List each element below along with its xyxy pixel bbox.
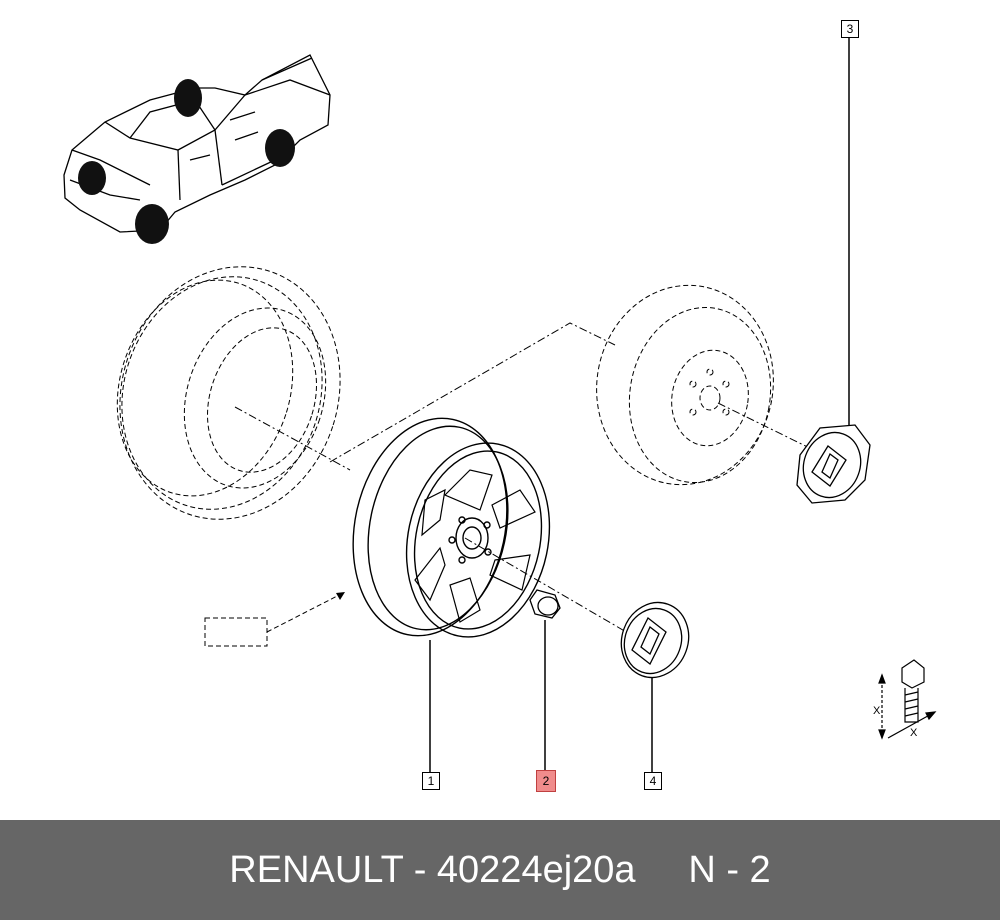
callout-2-label: 2 bbox=[542, 774, 550, 788]
hub-cap-illustration bbox=[796, 424, 871, 504]
torque-label-x2: X bbox=[910, 727, 918, 739]
callout-1-label: 1 bbox=[427, 774, 435, 788]
torque-label-x1: X bbox=[873, 705, 881, 717]
callout-4-label: 4 bbox=[649, 774, 657, 788]
callout-2[interactable]: 2 bbox=[536, 770, 556, 792]
truck-wheel-markers bbox=[78, 79, 295, 244]
callout-1[interactable]: 1 bbox=[422, 772, 440, 790]
center-cap-illustration bbox=[620, 601, 690, 679]
spare-wheel-illustration bbox=[596, 284, 774, 486]
reference-box bbox=[204, 591, 346, 647]
torque-bolt-symbol bbox=[878, 659, 937, 740]
wheel-rim-illustration bbox=[352, 417, 551, 638]
pickup-truck-illustration bbox=[63, 54, 331, 233]
part-reference-text: RENAULT - 40224ej20a N - 2 bbox=[229, 849, 771, 891]
leader-lines bbox=[429, 37, 850, 772]
callout-3-label: 3 bbox=[846, 22, 854, 36]
tyre-illustration bbox=[116, 266, 341, 520]
wheel-nut-illustration bbox=[529, 589, 561, 619]
callout-4[interactable]: 4 bbox=[644, 772, 662, 790]
footer-bar: RENAULT - 40224ej20a N - 2 bbox=[0, 820, 1000, 920]
parts-diagram: X X bbox=[63, 37, 937, 772]
callout-3[interactable]: 3 bbox=[841, 20, 859, 38]
